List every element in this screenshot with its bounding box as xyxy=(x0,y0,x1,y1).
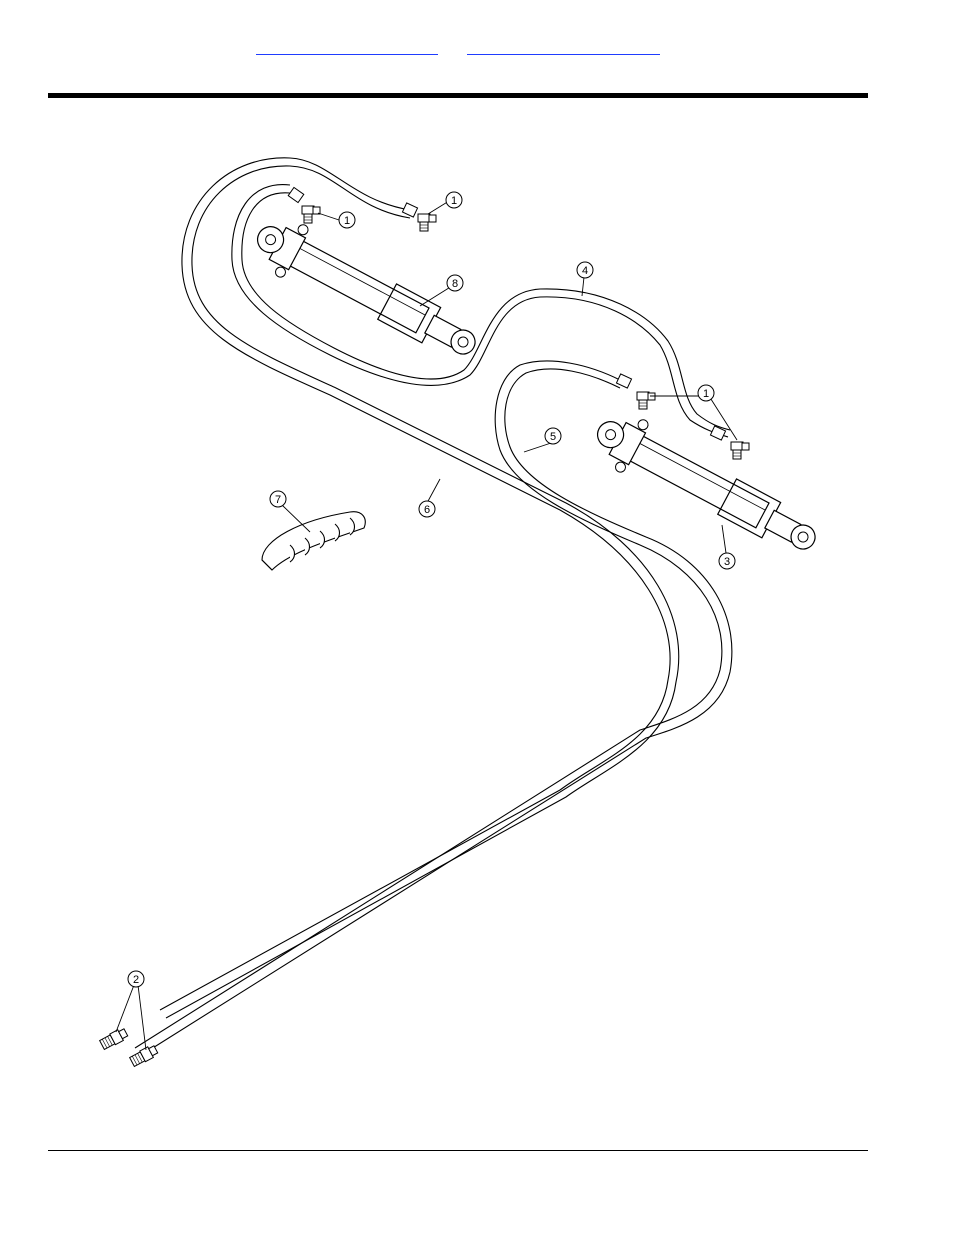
callout-6: 6 xyxy=(419,501,435,517)
adapter-fitting-1 xyxy=(99,1027,128,1050)
svg-text:7: 7 xyxy=(275,494,281,506)
adapter-fitting-2 xyxy=(129,1044,158,1067)
svg-text:6: 6 xyxy=(424,504,430,516)
callout-8: 8 xyxy=(447,275,463,291)
callout-4: 4 xyxy=(577,262,593,278)
svg-text:1: 1 xyxy=(344,215,350,227)
callout-1a: 1 xyxy=(339,212,355,228)
svg-text:8: 8 xyxy=(452,278,458,290)
svg-text:5: 5 xyxy=(550,431,556,443)
callouts: 1 1 8 4 1 5 6 7 xyxy=(128,192,735,987)
callout-5: 5 xyxy=(545,428,561,444)
callout-2: 2 xyxy=(128,971,144,987)
svg-text:1: 1 xyxy=(703,388,709,400)
elbow-fitting-2 xyxy=(418,214,436,231)
elbow-fitting-1 xyxy=(302,206,320,223)
cylinder-upper xyxy=(245,208,487,373)
callout-7: 7 xyxy=(270,491,286,507)
svg-text:1: 1 xyxy=(451,195,457,207)
svg-text:2: 2 xyxy=(133,974,139,986)
elbow-fitting-3 xyxy=(637,392,655,409)
cylinder-lower xyxy=(585,403,827,568)
callout-1c: 1 xyxy=(698,385,714,401)
svg-text:3: 3 xyxy=(724,556,730,568)
footer-rule xyxy=(48,1150,868,1151)
spiral-wrap xyxy=(262,512,365,570)
svg-text:4: 4 xyxy=(582,265,588,277)
callout-3: 3 xyxy=(719,553,735,569)
callout-1b: 1 xyxy=(446,192,462,208)
hose-6 xyxy=(160,158,679,1018)
elbow-fitting-4 xyxy=(731,442,749,459)
